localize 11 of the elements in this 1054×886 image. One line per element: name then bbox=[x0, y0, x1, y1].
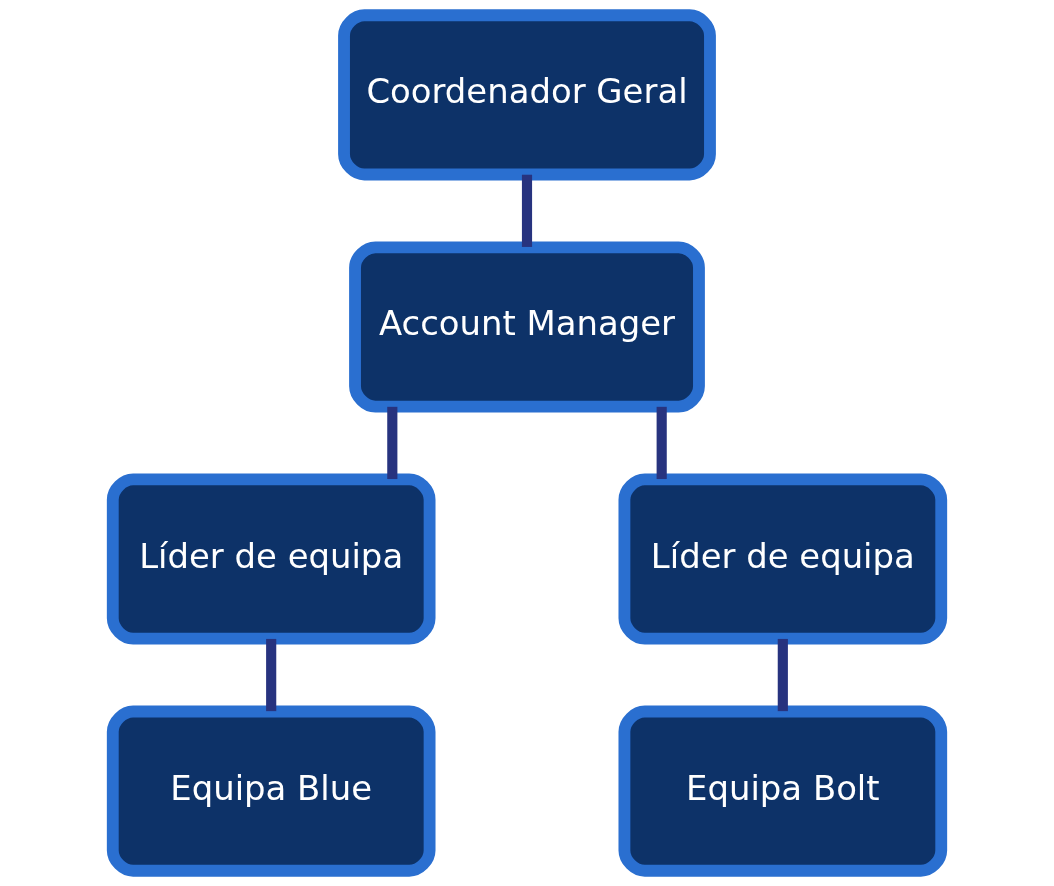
node-box: Equipa Blue bbox=[106, 705, 436, 877]
connector bbox=[521, 174, 533, 247]
connector bbox=[266, 638, 277, 712]
connector bbox=[656, 406, 667, 480]
node-box: Coordenador Geral bbox=[338, 9, 716, 181]
connector bbox=[777, 638, 788, 712]
connector bbox=[387, 406, 398, 480]
node-box: Equipa Bolt bbox=[618, 705, 948, 877]
node-box: Account Manager bbox=[349, 241, 705, 413]
node-box: Líder de equipa bbox=[106, 473, 436, 645]
node-box: Líder de equipa bbox=[618, 473, 948, 645]
